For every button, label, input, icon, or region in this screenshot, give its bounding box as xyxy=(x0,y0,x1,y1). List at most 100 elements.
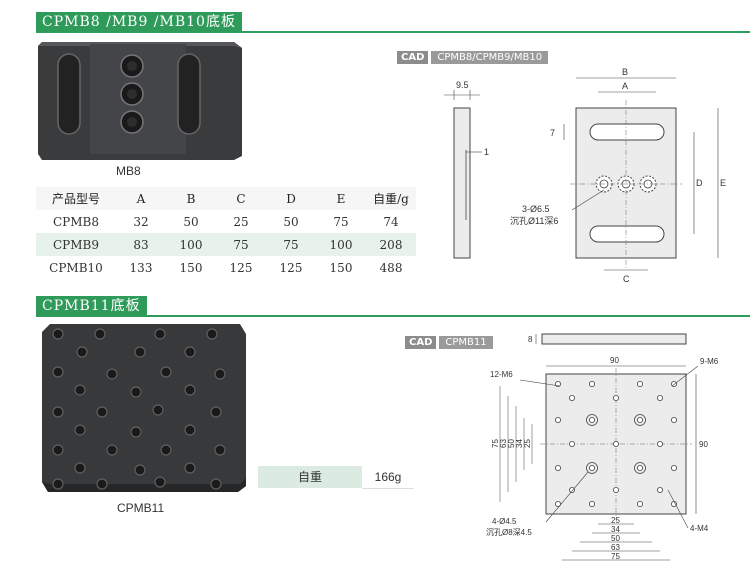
drawing-hole-grid xyxy=(555,381,677,507)
table-cell: CPMB8 xyxy=(36,210,116,233)
table-cell: 488 xyxy=(366,256,416,279)
left-dim-34: 34 xyxy=(515,439,524,448)
section-title-cpmb8-10: CPMB8 /MB9 /MB10底板 xyxy=(36,12,242,32)
bottom-dim-50: 50 xyxy=(611,534,620,543)
left-dim-63: 63 xyxy=(499,439,508,448)
hole xyxy=(612,395,619,402)
hole xyxy=(656,486,663,493)
table-header-weight: 自重/g xyxy=(366,187,416,210)
note-4-m4: 4-M4 xyxy=(690,524,709,533)
left-dim-50: 50 xyxy=(507,439,516,448)
hole xyxy=(96,478,108,490)
table-cell: 125 xyxy=(216,256,266,279)
table-cell: 83 xyxy=(116,233,166,256)
hole xyxy=(670,417,677,424)
hole xyxy=(636,500,643,507)
dim-D: D xyxy=(696,178,703,188)
hole xyxy=(206,328,218,340)
cad-model-name: CPMB11 xyxy=(439,336,493,349)
hole xyxy=(636,464,643,471)
hole xyxy=(52,366,64,378)
photo1-caption: MB8 xyxy=(116,164,141,178)
hole xyxy=(76,346,88,358)
dim-top-width: 90 xyxy=(610,356,619,365)
hole xyxy=(130,426,142,438)
note-9-m6: 9-M6 xyxy=(700,357,719,366)
table-header-model: 产品型号 xyxy=(36,187,116,210)
hole xyxy=(94,328,106,340)
note-12-m6: 12-M6 xyxy=(490,370,513,379)
hole xyxy=(74,462,86,474)
section-title-cpmb11: CPMB11底板 xyxy=(36,296,147,316)
dim-thickness-2: 8 xyxy=(528,335,533,344)
note-counterbore: 沉孔Ø8深4.5 xyxy=(486,528,532,537)
table-row: CPMB9 83 100 75 75 100 208 xyxy=(36,233,416,256)
dim-step: 1 xyxy=(484,147,489,157)
table-cell: 50 xyxy=(266,210,316,233)
table-cell: 50 xyxy=(166,210,216,233)
hole xyxy=(52,406,64,418)
hole xyxy=(134,464,146,476)
hole-note-2: 沉孔Ø11深6 xyxy=(510,216,558,226)
hole xyxy=(555,464,562,471)
dim-7: 7 xyxy=(550,128,555,138)
table-cell: 150 xyxy=(166,256,216,279)
dim-B: B xyxy=(622,67,628,77)
weight-value: 166g xyxy=(362,466,414,489)
hole xyxy=(555,500,562,507)
hole xyxy=(74,384,86,396)
cpmb11-photo xyxy=(42,324,246,492)
hole xyxy=(612,486,619,493)
table-cell: 125 xyxy=(266,256,316,279)
table-cell: 32 xyxy=(116,210,166,233)
hole xyxy=(656,395,663,402)
cpmb8-photo xyxy=(38,42,242,160)
hole xyxy=(160,444,172,456)
table-cell: CPMB9 xyxy=(36,233,116,256)
bottom-dim-75: 75 xyxy=(611,552,620,561)
cpmb8-technical-drawing: 9.5 1 B A C D E 7 3-Ø6.5 沉孔Ø11深6 xyxy=(444,67,726,284)
table-cell: 75 xyxy=(266,233,316,256)
weight-label: 自重 xyxy=(258,466,362,488)
bottom-dim-34: 34 xyxy=(611,525,620,534)
spec-table: 产品型号 A B C D E 自重/g CPMB8 32 50 25 50 75… xyxy=(36,187,416,279)
table-header-b: B xyxy=(166,187,216,210)
hole xyxy=(586,462,598,474)
table-cell: 100 xyxy=(316,233,366,256)
hole xyxy=(589,417,596,424)
section-divider xyxy=(36,31,750,33)
dim-A: A xyxy=(622,81,628,91)
left-dim-75: 75 xyxy=(491,439,500,448)
hole xyxy=(569,395,576,402)
table-header-e: E xyxy=(316,187,366,210)
cad-model-name: CPMB8/CPMB9/MB10 xyxy=(431,51,549,64)
dim-C: C xyxy=(623,274,630,284)
hole xyxy=(74,424,86,436)
table-cell: 133 xyxy=(116,256,166,279)
hole xyxy=(210,406,222,418)
table-cell: 208 xyxy=(366,233,416,256)
table-cell: 74 xyxy=(366,210,416,233)
hole-note-1: 3-Ø6.5 xyxy=(522,204,550,214)
hole xyxy=(656,441,663,448)
hole xyxy=(569,486,576,493)
section-divider xyxy=(36,315,750,317)
photo2-caption: CPMB11 xyxy=(117,501,165,515)
hole xyxy=(96,406,108,418)
hole xyxy=(52,328,64,340)
table-cell: 75 xyxy=(216,233,266,256)
hole xyxy=(589,500,596,507)
table-cell: 75 xyxy=(316,210,366,233)
hole xyxy=(612,441,619,448)
table-header-a: A xyxy=(116,187,166,210)
cad-label: CAD xyxy=(405,336,437,349)
hole xyxy=(106,444,118,456)
hole xyxy=(634,414,646,426)
hole xyxy=(636,417,643,424)
bottom-dim-63: 63 xyxy=(611,543,620,552)
left-dim-25: 25 xyxy=(523,439,532,448)
note-4-d4-5: 4-Ø4.5 xyxy=(492,517,517,526)
table-cell: 25 xyxy=(216,210,266,233)
